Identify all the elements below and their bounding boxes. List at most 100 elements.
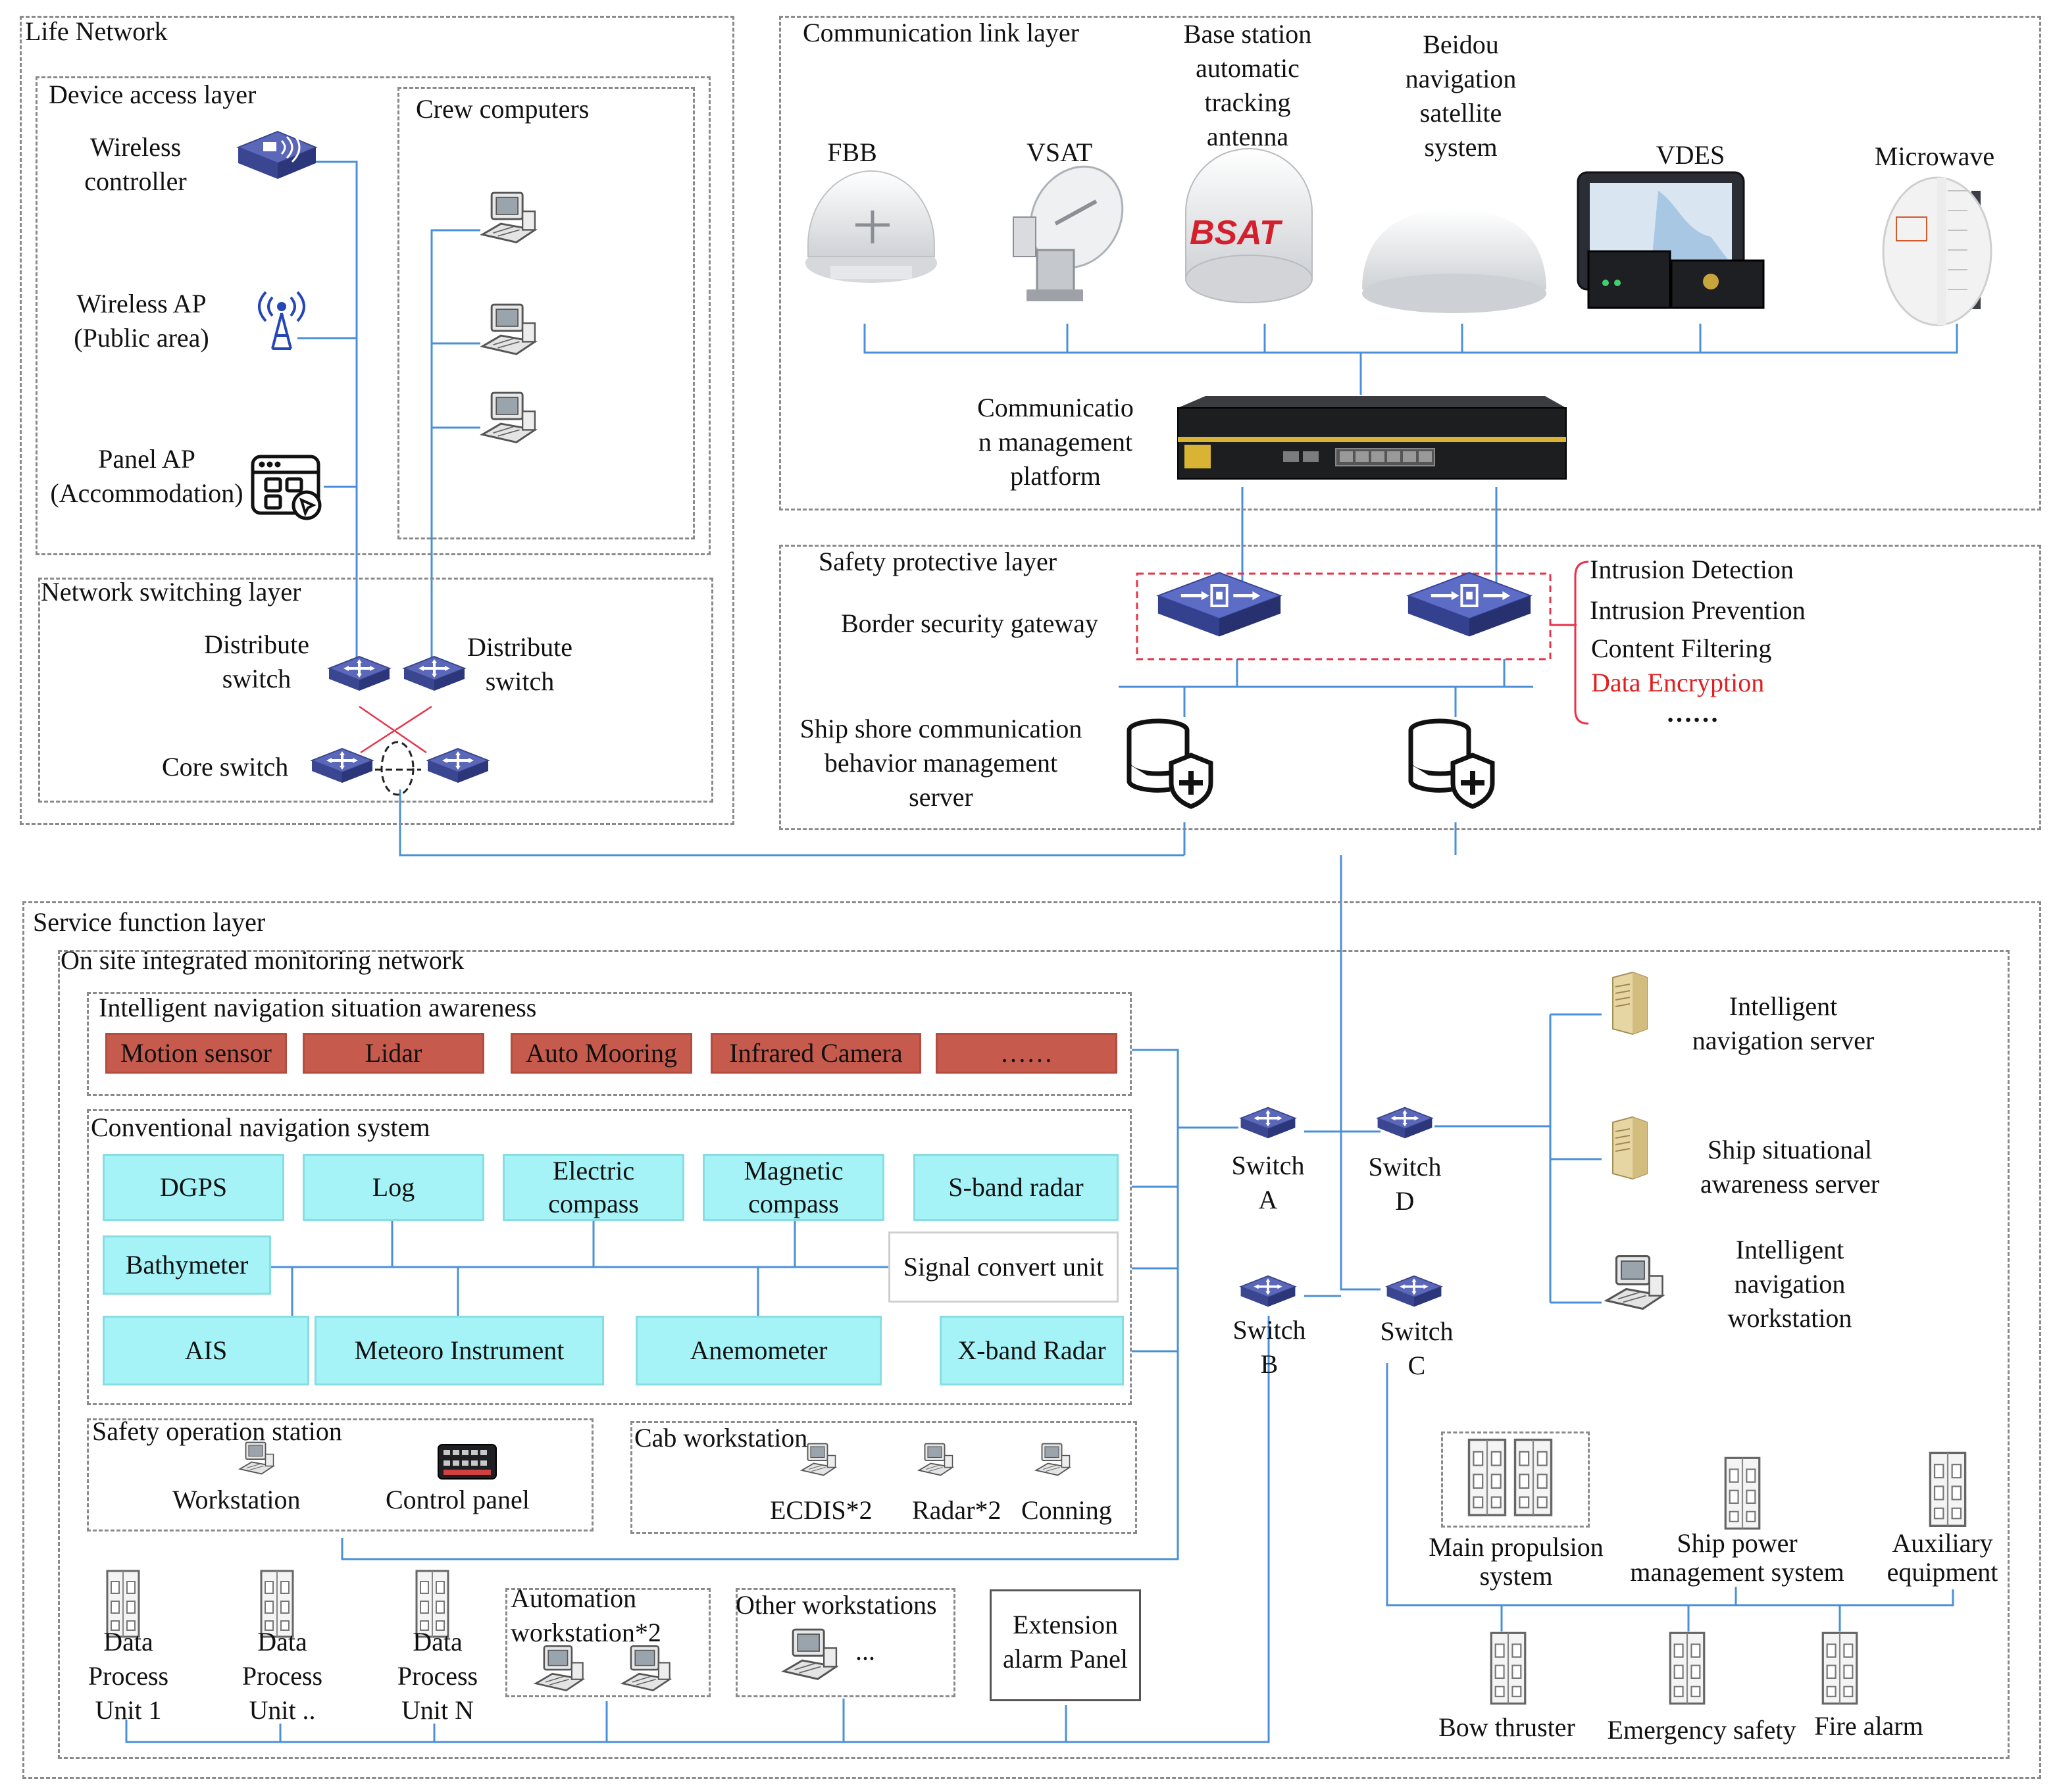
crew-computers-box (397, 87, 695, 539)
bsat-logo: BSAT (1190, 214, 1280, 252)
device-access-box (36, 76, 711, 555)
fbb-dome-icon (805, 170, 937, 283)
panel-ap-icon (251, 455, 322, 520)
ins-more: …… (936, 1033, 1117, 1074)
conv-electric-compass: Electric compass (503, 1154, 684, 1221)
life-network-title: Life Network (25, 16, 168, 46)
comm-platform-label: Communicatio n management platform (977, 393, 1134, 491)
ins-infrared-camera: Infrared Camera (711, 1033, 921, 1074)
feature-data-encryption: Data Encryption (1591, 668, 1765, 697)
switch-d-label: Switch D (1368, 1152, 1442, 1216)
distribute-switch-left-label: Distribute switch (204, 630, 309, 693)
control-panel-label: Control panel (386, 1485, 530, 1514)
beidou-dome-icon (1362, 209, 1546, 313)
ins-motion-sensor: Motion sensor (105, 1033, 287, 1074)
onsite-network-box (58, 950, 2010, 1759)
automation-box (505, 1588, 711, 1697)
dpu-mid-label: Data Process Unit .. (241, 1627, 323, 1725)
vsat-antenna-icon (1013, 165, 1124, 301)
wireless-controller-icon (236, 130, 318, 179)
safety-op-box (87, 1418, 594, 1531)
main-prop-box (1441, 1431, 1590, 1528)
dpu-1-label: Data Process Unit 1 (88, 1627, 169, 1725)
conv-x-band-radar: X-band Radar (940, 1316, 1124, 1385)
wireless-controller-label: Wireless controller (84, 132, 187, 196)
conv-anemometer: Anemometer (636, 1316, 882, 1385)
switch-c-label: Switch C (1380, 1316, 1454, 1380)
cab-ws-box (630, 1421, 1137, 1534)
core-switch-label: Core switch (162, 752, 289, 782)
feature-intrusion-detection: Intrusion Detection (1590, 555, 1794, 584)
safety-layer-title: Safety protective layer (819, 547, 1057, 576)
conv-nav-box (87, 1109, 1132, 1405)
nav-server-label: Intelligent navigation server (1692, 991, 1875, 1055)
comm-link-title: Communication link layer (803, 18, 1079, 47)
network-switching-box (38, 578, 713, 803)
ecdis-label: ECDIS*2 (770, 1495, 873, 1525)
other-ws-box (736, 1588, 955, 1697)
safety-op-title: Safety operation station (92, 1416, 342, 1446)
sa-server-label: Ship situational awareness server (1700, 1135, 1880, 1199)
wireless-ap-icon (258, 291, 305, 350)
bsat-dome-icon (1185, 148, 1313, 303)
ins-title: Intelligent navigation situation awarene… (99, 993, 537, 1022)
distribute-switch-right-label: Distribute switch (467, 632, 572, 696)
conv-dgps: DGPS (103, 1154, 284, 1221)
emergency-safety-label: Emergency safety (1607, 1715, 1796, 1745)
ins-auto-mooring: Auto Mooring (511, 1033, 692, 1074)
cab-ws-title: Cab workstation (634, 1423, 808, 1453)
conv-ais: AIS (103, 1316, 309, 1385)
extension-alarm-label: Extension alarm Panel (1003, 1610, 1128, 1674)
wireless-ap-label: Wireless AP (Public area) (74, 289, 209, 353)
onsite-network-title: On site integrated monitoring network (61, 945, 465, 975)
feature-more: …… (1666, 698, 1719, 728)
dpu-n-label: Data Process Unit N (397, 1627, 478, 1725)
feature-intrusion-prevention: Intrusion Prevention (1590, 595, 1806, 625)
conv-bathymeter: Bathymeter (103, 1235, 271, 1295)
service-layer-box (22, 901, 2041, 1779)
fbb-label: FBB (827, 137, 877, 167)
beidou-label: Beidou navigation satellite system (1405, 30, 1517, 162)
automation-label: Automation workstation*2 (511, 1583, 661, 1647)
vsat-label: VSAT (1026, 137, 1093, 167)
safety-workstation-label: Workstation (172, 1485, 301, 1514)
conv-meteoro-instrument: Meteoro Instrument (315, 1316, 604, 1385)
conv-signal-convert-unit: Signal convert unit (888, 1232, 1119, 1303)
service-layer-title: Service function layer (33, 907, 266, 937)
microwave-label: Microwave (1874, 141, 1995, 171)
conv-nav-title: Conventional navigation system (91, 1112, 430, 1142)
conv-log: Log (303, 1154, 484, 1221)
pms-label: Ship power management system (1630, 1528, 1844, 1587)
other-ws-label: Other workstations (736, 1590, 937, 1620)
conv-s-band-radar: S-band radar (913, 1154, 1119, 1221)
crew-computers-title: Crew computers (416, 94, 590, 124)
fire-alarm-label: Fire alarm (1814, 1711, 1923, 1741)
ins-lidar: Lidar (303, 1033, 484, 1074)
radar-ws-label: Radar*2 (912, 1495, 1001, 1525)
vdes-label: VDES (1656, 140, 1725, 170)
switch-b-label: Switch B (1232, 1315, 1306, 1379)
ins-box (87, 992, 1132, 1096)
bsat-label: Base station automatic tracking antenna (1183, 19, 1312, 151)
panel-ap-label: Panel AP (Accommodation) (50, 444, 243, 508)
life-network-box (20, 16, 734, 825)
ss-server-label: Ship shore communication behavior manage… (799, 714, 1082, 812)
switch-a-label: Switch A (1231, 1151, 1305, 1214)
bow-thruster-label: Bow thruster (1438, 1712, 1575, 1742)
feature-content-filtering: Content Filtering (1591, 634, 1772, 663)
aux-label: Auxiliary equipment (1887, 1528, 1998, 1587)
extension-alarm-box (990, 1589, 1141, 1701)
other-ws-more: ... (855, 1636, 875, 1666)
network-switching-title: Network switching layer (41, 577, 301, 607)
microwave-antenna-icon (1882, 176, 1992, 326)
comm-platform-icon (1177, 396, 1567, 480)
border-gateway-label: Border security gateway (841, 609, 1098, 638)
conning-label: Conning (1021, 1495, 1112, 1525)
comm-link-box (779, 16, 2041, 510)
control-panel-icon (438, 1444, 497, 1480)
device-access-title: Device access layer (49, 80, 257, 109)
main-prop-label: Main propulsion system (1429, 1532, 1604, 1591)
safety-layer-box (779, 545, 2041, 830)
